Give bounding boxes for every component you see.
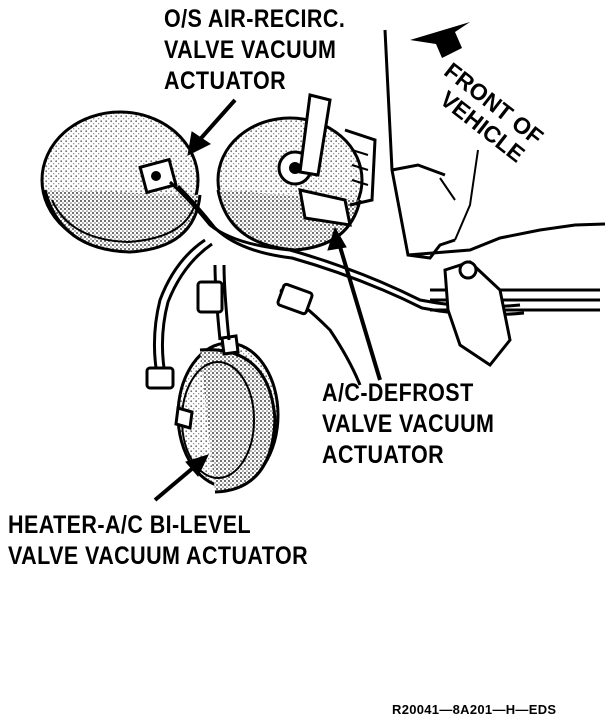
label-os-air-recirc-line-2: VALVE VACUUM <box>164 36 337 64</box>
front-of-vehicle-arrow <box>410 22 470 58</box>
label-ac-defrost-line-2: VALVE VACUUM <box>322 410 495 438</box>
os-air-recirc-actuator <box>40 110 202 254</box>
label-heater-bilevel-line-1: HEATER-A/C BI-LEVEL <box>8 511 252 539</box>
heater-bilevel-actuator <box>174 334 280 494</box>
figure-caption: R20041—8A201—H—EDS <box>392 702 557 717</box>
label-heater-bilevel-line-2: VALVE VACUUM ACTUATOR <box>8 542 309 570</box>
label-heater-bilevel: HEATER-A/C BI-LEVEL VALVE VACUUM ACTUATO… <box>8 510 308 572</box>
label-os-air-recirc: O/S AIR-RECIRC. VALVE VACUUM ACTUATOR <box>164 4 345 97</box>
label-os-air-recirc-line-3: ACTUATOR <box>164 67 287 95</box>
leader-arrows <box>153 98 382 502</box>
firewall-panel <box>383 29 606 260</box>
label-ac-defrost: A/C-DEFROST VALVE VACUUM ACTUATOR <box>322 378 494 471</box>
label-ac-defrost-line-1: A/C-DEFROST <box>322 379 474 407</box>
label-os-air-recirc-line-1: O/S AIR-RECIRC. <box>164 5 346 33</box>
hose-connectors <box>145 260 512 390</box>
ac-defrost-actuator <box>216 93 377 252</box>
label-ac-defrost-line-3: ACTUATOR <box>322 441 445 469</box>
